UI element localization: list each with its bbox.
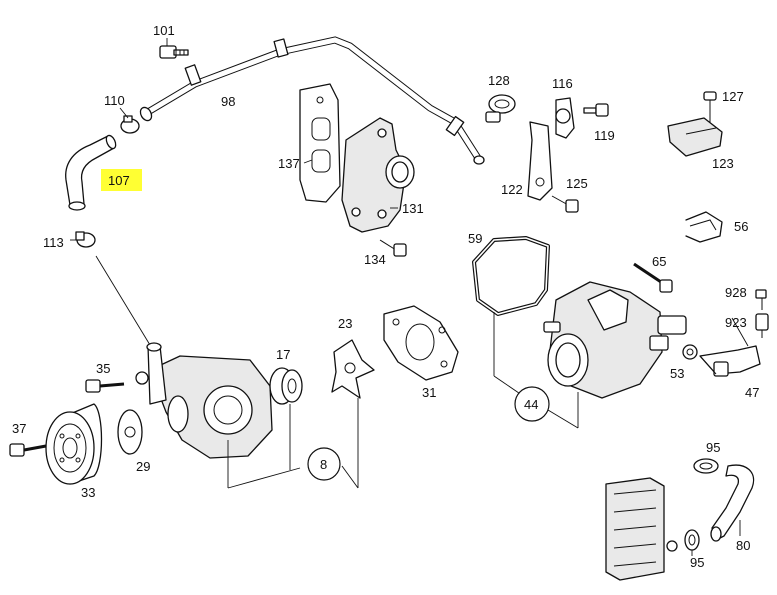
bolt-119[interactable] (583, 103, 609, 117)
label-137[interactable]: 137 (278, 156, 300, 171)
label-47[interactable]: 47 (745, 385, 759, 400)
pulley-33[interactable] (45, 403, 103, 485)
label-95-upper[interactable]: 95 (706, 440, 720, 455)
oil-cooler[interactable] (605, 477, 678, 581)
label-65[interactable]: 65 (652, 254, 666, 269)
connector-928[interactable] (755, 289, 767, 310)
hose-clamp-95-lower[interactable] (684, 529, 700, 551)
label-125[interactable]: 125 (566, 176, 588, 191)
label-53[interactable]: 53 (670, 366, 684, 381)
seal-ring-59[interactable] (472, 236, 550, 316)
label-101[interactable]: 101 (153, 23, 175, 38)
label-33[interactable]: 33 (81, 485, 95, 500)
label-59[interactable]: 59 (468, 231, 482, 246)
bolt-127[interactable] (703, 91, 717, 124)
bolt-35[interactable] (85, 379, 125, 393)
cover-123[interactable] (667, 117, 723, 157)
bolt-125[interactable] (551, 195, 579, 213)
bolt-65[interactable] (633, 262, 673, 293)
hose-clamp-113[interactable] (75, 231, 96, 248)
label-131[interactable]: 131 (402, 201, 424, 216)
label-122[interactable]: 122 (501, 182, 523, 197)
label-35[interactable]: 35 (96, 361, 110, 376)
label-928[interactable]: 928 (725, 285, 747, 300)
label-17[interactable]: 17 (276, 347, 290, 362)
label-116[interactable]: 116 (552, 76, 573, 91)
gasket-137[interactable] (299, 83, 341, 203)
label-31[interactable]: 31 (422, 385, 436, 400)
label-107[interactable]: 107 (108, 173, 130, 188)
hose-clamp-95-upper[interactable] (693, 458, 719, 474)
label-44[interactable]: 44 (524, 397, 538, 412)
label-8[interactable]: 8 (320, 457, 327, 472)
label-56[interactable]: 56 (734, 219, 748, 234)
label-128[interactable]: 128 (488, 73, 510, 88)
label-923[interactable]: 923 (725, 315, 747, 330)
bolt-37[interactable] (9, 443, 47, 457)
label-134[interactable]: 134 (364, 252, 386, 267)
label-113[interactable]: 113 (43, 235, 64, 250)
seal-17[interactable] (269, 367, 303, 405)
label-119[interactable]: 119 (594, 128, 615, 143)
highlight-107 (101, 169, 142, 191)
label-29[interactable]: 29 (136, 459, 150, 474)
flange-29[interactable] (117, 409, 143, 455)
o-ring-53[interactable] (682, 344, 698, 360)
bracket-clip-116[interactable] (555, 97, 575, 139)
coolant-hose-107[interactable] (65, 134, 118, 211)
coolant-pipe-98[interactable] (138, 36, 485, 165)
label-110[interactable]: 110 (104, 93, 125, 108)
label-37[interactable]: 37 (12, 421, 26, 436)
assembly-ref-44[interactable] (514, 386, 550, 422)
label-123[interactable]: 123 (712, 156, 734, 171)
coolant-hose-80[interactable] (710, 464, 755, 542)
assembly-ref-8[interactable] (307, 447, 341, 481)
connector-923[interactable] (755, 313, 769, 338)
label-23[interactable]: 23 (338, 316, 352, 331)
thermostat-assembly[interactable] (543, 281, 687, 399)
label-80[interactable]: 80 (736, 538, 750, 553)
bracket-122[interactable] (527, 121, 553, 201)
label-95-lower[interactable]: 95 (690, 555, 704, 570)
clamp-128[interactable] (485, 94, 516, 123)
gasket-31[interactable] (383, 305, 459, 381)
clip-56[interactable] (685, 211, 723, 243)
temperature-sensor-47[interactable] (699, 345, 761, 377)
bolt-134[interactable] (379, 239, 407, 257)
thermostat-housing-131[interactable] (341, 117, 415, 233)
impeller-23[interactable] (331, 339, 375, 399)
hose-clamp-110[interactable] (120, 115, 140, 134)
label-98[interactable]: 98 (221, 94, 235, 109)
water-pump[interactable] (135, 342, 273, 459)
bolt-101[interactable] (159, 45, 189, 59)
label-127[interactable]: 127 (722, 89, 744, 104)
